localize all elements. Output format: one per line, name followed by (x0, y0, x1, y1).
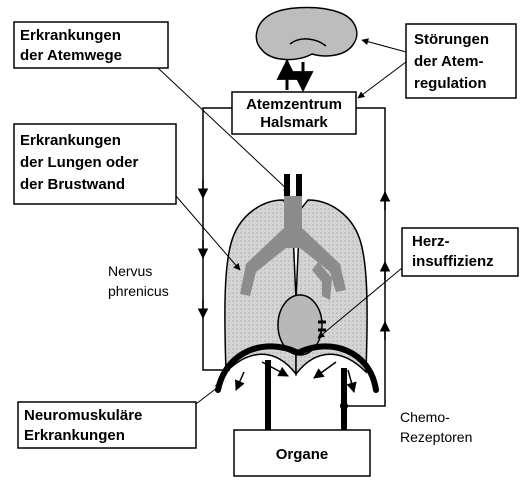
center-label: Halsmark (260, 114, 328, 131)
pointer-regulation-center (358, 62, 406, 98)
pointer-lungs (176, 196, 240, 270)
center-label: Atemzentrum (246, 96, 342, 113)
regulation-label: der Atem- (414, 53, 483, 70)
nerve-label: phrenicus (108, 283, 169, 299)
diaphragm-arrow (348, 370, 354, 392)
diaphragm-arrow (314, 362, 336, 378)
regulation-label: Störungen (414, 31, 489, 48)
pointer-neuromuscular (196, 384, 222, 404)
pointer-regulation-brain (362, 40, 406, 52)
nerve-label: Nervus (108, 263, 152, 279)
airways-label: Erkrankungen (20, 27, 121, 44)
heart-label: insuffizienz (412, 253, 494, 270)
chemo-label: Rezeptoren (400, 429, 472, 445)
neuromuscular-label: Erkrankungen (24, 427, 125, 444)
diaphragm-arrow (236, 372, 244, 390)
lungs-label: Erkrankungen (20, 132, 121, 149)
regulation-label: regulation (414, 75, 487, 92)
heart-label: Herz- (412, 233, 450, 250)
lungs-label: der Lungen oder (20, 154, 139, 171)
neuromuscular-label: Neuromuskuläre (24, 407, 142, 424)
chemo-label: Chemo- (400, 409, 450, 425)
brain-icon (256, 7, 356, 59)
chemoreceptor-dot (340, 402, 348, 410)
lungs-label: der Brustwand (20, 176, 125, 193)
airways-label: der Atemwege (20, 47, 122, 64)
organs-label: Organe (276, 446, 329, 463)
